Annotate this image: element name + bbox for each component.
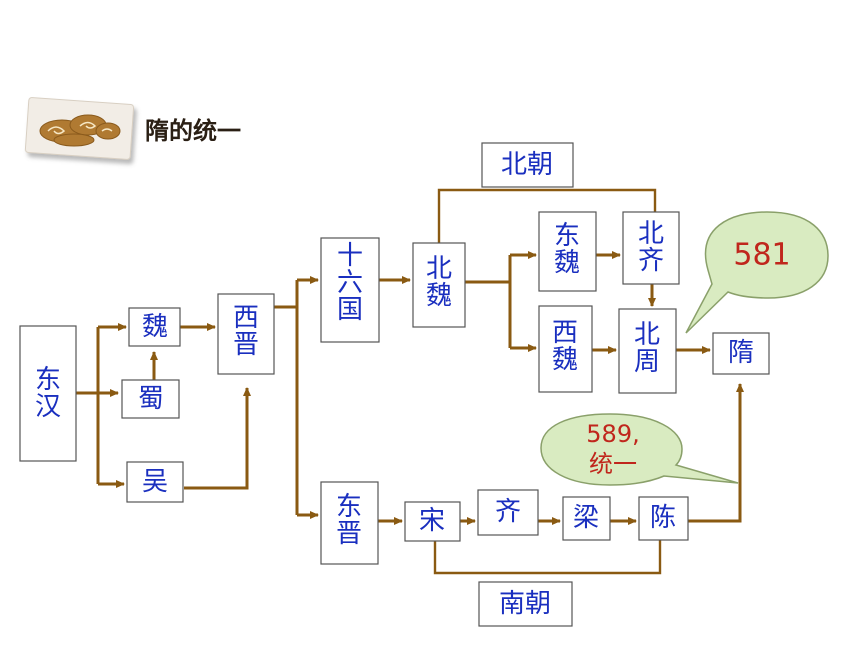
node-beiwei: 北魏: [412, 242, 466, 328]
svg-text:北齐: 北齐: [638, 219, 664, 276]
svg-text:北朝: 北朝: [501, 150, 553, 180]
node-xiwei: 西魏: [538, 305, 593, 393]
svg-text:齐: 齐: [495, 497, 521, 527]
node-xijin: 西晋: [217, 293, 275, 375]
svg-text:东汉: 东汉: [35, 365, 61, 422]
svg-text:北周: 北周: [634, 320, 660, 377]
svg-text:十六国: 十六国: [337, 241, 363, 325]
node-wei: 魏: [128, 307, 181, 347]
node-shiliuguo: 十六国: [320, 237, 380, 343]
callout-589-line1: 589,: [586, 420, 639, 448]
svg-text:东魏: 东魏: [554, 221, 580, 278]
svg-text:东晋: 东晋: [336, 492, 362, 549]
callout-581: 581: [685, 211, 829, 334]
arrow-chen-to-sui: [688, 383, 744, 523]
callout-589: 589, 统一: [540, 413, 739, 486]
svg-text:西晋: 西晋: [233, 303, 259, 360]
svg-text:西魏: 西魏: [552, 318, 578, 375]
svg-text:隋: 隋: [728, 338, 754, 368]
flow-arrows: [76, 251, 744, 525]
svg-text:宋: 宋: [419, 506, 445, 536]
callout-589-line2: 统一: [589, 450, 637, 478]
north-dynasties-label: 北朝: [481, 142, 574, 188]
node-donghan: 东汉: [19, 325, 77, 462]
callout-581-text: 581: [733, 238, 790, 273]
node-sui: 隋: [712, 332, 770, 375]
svg-text:梁: 梁: [573, 503, 599, 533]
cloud-emblem-icon: [24, 97, 135, 160]
south-dynasties-label: 南朝: [478, 581, 573, 627]
node-wu: 吴: [126, 461, 184, 503]
node-song: 宋: [404, 501, 461, 542]
node-beiqi: 北齐: [622, 211, 680, 285]
node-chen: 陈: [638, 496, 689, 541]
svg-text:魏: 魏: [142, 312, 168, 342]
svg-text:蜀: 蜀: [138, 384, 164, 414]
page-title: 隋的统一: [145, 117, 241, 145]
arrow-wu-to-xijin: [184, 387, 251, 490]
node-shu: 蜀: [121, 379, 180, 419]
svg-text:南朝: 南朝: [499, 589, 551, 619]
svg-text:陈: 陈: [650, 503, 676, 533]
node-dongjin: 东晋: [320, 481, 379, 565]
svg-text:北魏: 北魏: [426, 254, 452, 311]
south-dynasties-bracket: [433, 540, 662, 575]
node-liang: 梁: [562, 496, 611, 541]
node-beizhou: 北周: [618, 308, 677, 394]
north-dynasties-bracket: [437, 188, 657, 243]
node-qi: 齐: [477, 489, 539, 536]
node-dongwei: 东魏: [538, 211, 597, 292]
svg-text:吴: 吴: [142, 467, 168, 497]
